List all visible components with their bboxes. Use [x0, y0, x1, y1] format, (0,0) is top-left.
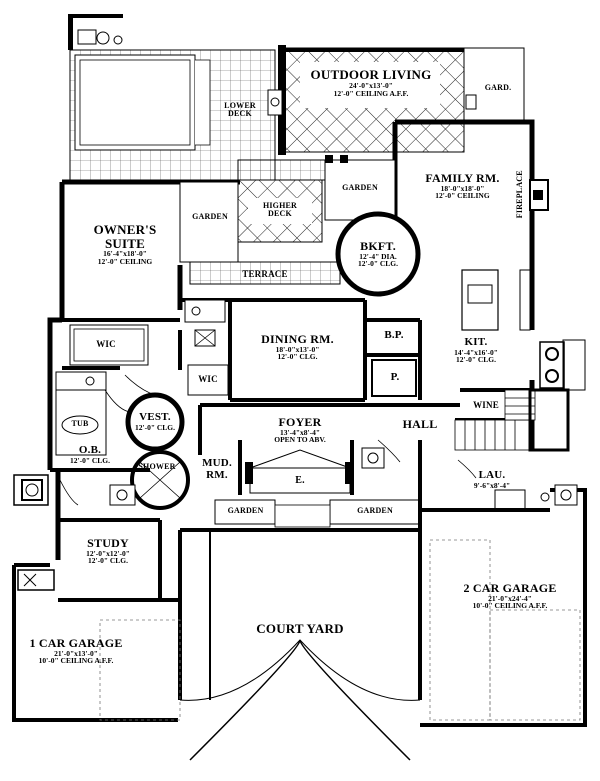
- room-higher-deck: HIGHER DECK: [250, 201, 310, 219]
- room-mud: MUD. RM.: [194, 457, 240, 481]
- room-ceiling: 12'-0" CLG.: [277, 352, 318, 362]
- room-name: VEST.: [139, 411, 171, 423]
- room-ceiling: 12'-0" CLG.: [135, 422, 175, 432]
- room-ceiling: OPEN TO ABV.: [274, 435, 326, 445]
- room-dimensions: 21'-0"x24'-4": [488, 593, 532, 603]
- room-ceiling: 10'-0" CEILING A.F.F.: [472, 601, 548, 611]
- room-dimensions: 21'-0"x13'-0": [54, 648, 98, 658]
- room-name: LOWER: [224, 101, 256, 110]
- room-name: 2 CAR GARAGE: [463, 581, 557, 595]
- room-name: FOYER: [278, 415, 322, 429]
- room-name: 1 CAR GARAGE: [29, 636, 123, 650]
- room-garage-2: 2 CAR GARAGE 21'-0"x24'-4" 10'-0" CEILIN…: [450, 582, 570, 610]
- room-terrace: TERRACE: [242, 269, 288, 279]
- room-garage-1: 1 CAR GARAGE 21'-0"x13'-0" 10'-0" CEILIN…: [16, 637, 136, 665]
- room-lower-deck: LOWER DECK: [210, 101, 270, 119]
- room-hall: HALL: [402, 417, 438, 431]
- room-study: STUDY 12'-0"x12'-0" 12'-0" CLG.: [68, 537, 148, 565]
- room-dimensions: 18'-0"x13'-0": [275, 344, 320, 354]
- room-gard: GARD.: [484, 83, 512, 92]
- room-garden-mid: GARDEN: [342, 183, 378, 192]
- room-kitchen: KIT. 14'-4"x16'-0" 12'-0" CLG.: [436, 336, 516, 365]
- room-foyer: FOYER 13'-4"x8'-4" OPEN TO ABV.: [245, 416, 355, 444]
- room-dimensions: 16'-4"x18'-0": [103, 249, 147, 259]
- room-name: BKFT.: [360, 239, 396, 253]
- room-name: OWNER'S: [93, 222, 157, 237]
- room-name: LAU.: [478, 469, 506, 481]
- room-court-yard: COURT YARD: [256, 621, 344, 636]
- shower-label: SHOWER: [138, 462, 176, 471]
- room-bp: B.P.: [384, 329, 404, 341]
- room-pantry: P.: [390, 371, 400, 383]
- room-ceiling: 12'-0" CLG.: [456, 355, 496, 365]
- room-dimensions: 9'-6"x8'-4": [473, 480, 511, 490]
- room-entry: E.: [295, 475, 305, 486]
- room-dimensions: 24'-0"x13'-0": [349, 80, 393, 90]
- room-garden-left: GARDEN: [192, 212, 228, 221]
- room-name: SUITE: [104, 235, 146, 251]
- room-wic-2: WIC: [198, 374, 218, 384]
- room-laundry: LAU. 9'-6"x8'-4": [462, 469, 522, 490]
- room-dimensions: 12'-0"x12'-0": [86, 548, 130, 558]
- room-garden-front-left: GARDEN: [227, 506, 264, 515]
- room-owners-suite: OWNER'S SUITE 16'-4"x18'-0" 12'-0" CEILI…: [70, 223, 180, 266]
- room-ceiling: 12'-0" CLG.: [70, 455, 110, 465]
- room-name: DECK: [228, 109, 252, 119]
- room-vest: VEST. 12'-0" CLG.: [128, 411, 182, 432]
- room-ceiling: 10'-0" CEILING A.F.F.: [38, 656, 114, 666]
- room-dining: DINING RM. 18'-0"x13'-0" 12'-0" CLG.: [235, 333, 360, 361]
- room-name: KIT.: [464, 336, 488, 348]
- room-name: STUDY: [87, 536, 129, 550]
- room-garden-front-right: GARDEN: [357, 506, 393, 515]
- room-name: MUD.: [202, 457, 232, 469]
- room-ceiling: 12'-0" CEILING A.F.F.: [333, 88, 409, 98]
- room-name: HIGHER: [262, 201, 298, 210]
- room-name: O.B.: [78, 444, 102, 456]
- room-name: RM.: [206, 468, 228, 481]
- room-dimensions: 18'-0"x18'-0": [440, 183, 485, 193]
- room-owners-bath: O.B. 12'-0" CLG.: [60, 444, 120, 465]
- room-outdoor-living: OUTDOOR LIVING 24'-0"x13'-0" 12'-0" CEIL…: [286, 68, 456, 97]
- room-ceiling: 12'-0" CEILING: [97, 257, 153, 267]
- room-wic-1: WIC: [96, 339, 116, 349]
- room-dimensions: 12'-4" DIA.: [359, 251, 397, 261]
- room-dimensions: 14'-4"x16'-0": [454, 347, 498, 357]
- room-ceiling: 12'-0" CLG.: [88, 556, 128, 566]
- room-family: FAMILY RM. 18'-0"x18'-0" 12'-0" CEILING: [400, 172, 525, 200]
- room-ceiling: 12'-0" CEILING: [435, 191, 490, 201]
- room-dimensions: 13'-4"x8'-4": [280, 427, 320, 437]
- room-name: FAMILY RM.: [425, 171, 500, 185]
- room-name: DINING RM.: [261, 332, 334, 346]
- room-name: DECK: [268, 209, 292, 219]
- room-ceiling: 12'-0" CLG.: [358, 259, 398, 269]
- room-bkft: BKFT. 12'-4" DIA. 12'-0" CLG.: [345, 240, 411, 268]
- tub-label: TUB: [71, 419, 89, 428]
- room-name: OUTDOOR LIVING: [310, 67, 432, 82]
- room-wine: WINE: [473, 400, 499, 410]
- fireplace-label: FIREPLACE: [514, 170, 524, 219]
